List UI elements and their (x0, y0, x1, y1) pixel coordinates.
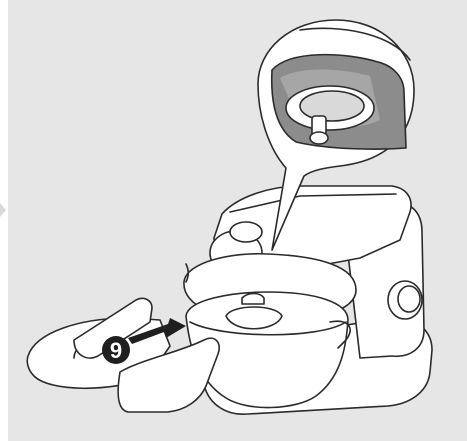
callout-socket-inner (300, 91, 364, 121)
socket-pin-tip (310, 132, 328, 144)
speed-knob-face (398, 286, 420, 312)
drive-hub-top (230, 222, 262, 242)
beater-shaft (242, 294, 264, 305)
step-number: 9 (110, 338, 122, 363)
